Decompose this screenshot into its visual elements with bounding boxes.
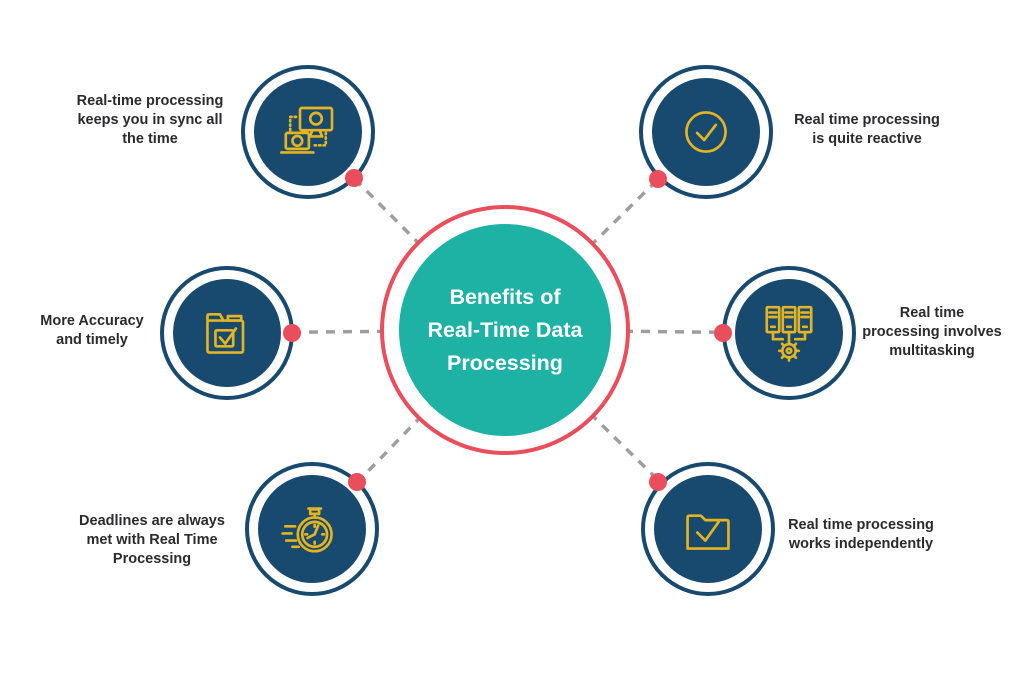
- stopwatch-icon: [280, 497, 344, 561]
- node-label-accuracy: More Accuracy and timely: [40, 313, 144, 348]
- node-circle-accuracy: [160, 266, 294, 400]
- center-circle-fill: Benefits of Real-Time Data Processing: [399, 224, 611, 436]
- node-circle-accuracy-fill: [173, 279, 281, 387]
- node-circle-independent: [641, 462, 775, 596]
- sync-devices-icon: [276, 100, 340, 164]
- node-circle-multitask: [722, 266, 856, 400]
- folder-check-icon: [676, 497, 740, 561]
- connector-dot-sync: [345, 169, 363, 187]
- diagram-title: Benefits of Real-Time Data Processing: [427, 284, 583, 375]
- connector-dot-accuracy: [283, 324, 301, 342]
- node-label-independent: Real time processing works independently: [788, 517, 934, 552]
- connector-dot-multitask: [714, 324, 732, 342]
- node-label-sync: Real-time processing keeps you in sync a…: [76, 93, 224, 147]
- connector-dot-deadlines: [348, 473, 366, 491]
- node-circle-reactive-fill: [652, 78, 760, 186]
- node-circle-multitask-fill: [735, 279, 843, 387]
- connector-dot-reactive: [649, 170, 667, 188]
- clipboard-check-icon: [195, 301, 259, 365]
- node-circle-sync-fill: [254, 78, 362, 186]
- connector-dot-independent: [649, 473, 667, 491]
- servers-gear-icon: [757, 301, 821, 365]
- node-circle-sync: [241, 65, 375, 199]
- node-circle-deadlines-fill: [258, 475, 366, 583]
- node-circle-reactive: [639, 65, 773, 199]
- node-label-multitask: Real time processing involves multitaski…: [862, 305, 1002, 359]
- node-label-deadlines: Deadlines are always met with Real Time …: [79, 513, 225, 567]
- node-label-reactive: Real time processing is quite reactive: [794, 112, 940, 147]
- node-circle-independent-fill: [654, 475, 762, 583]
- center-circle: Benefits of Real-Time Data Processing: [380, 205, 630, 455]
- check-circle-icon: [674, 100, 738, 164]
